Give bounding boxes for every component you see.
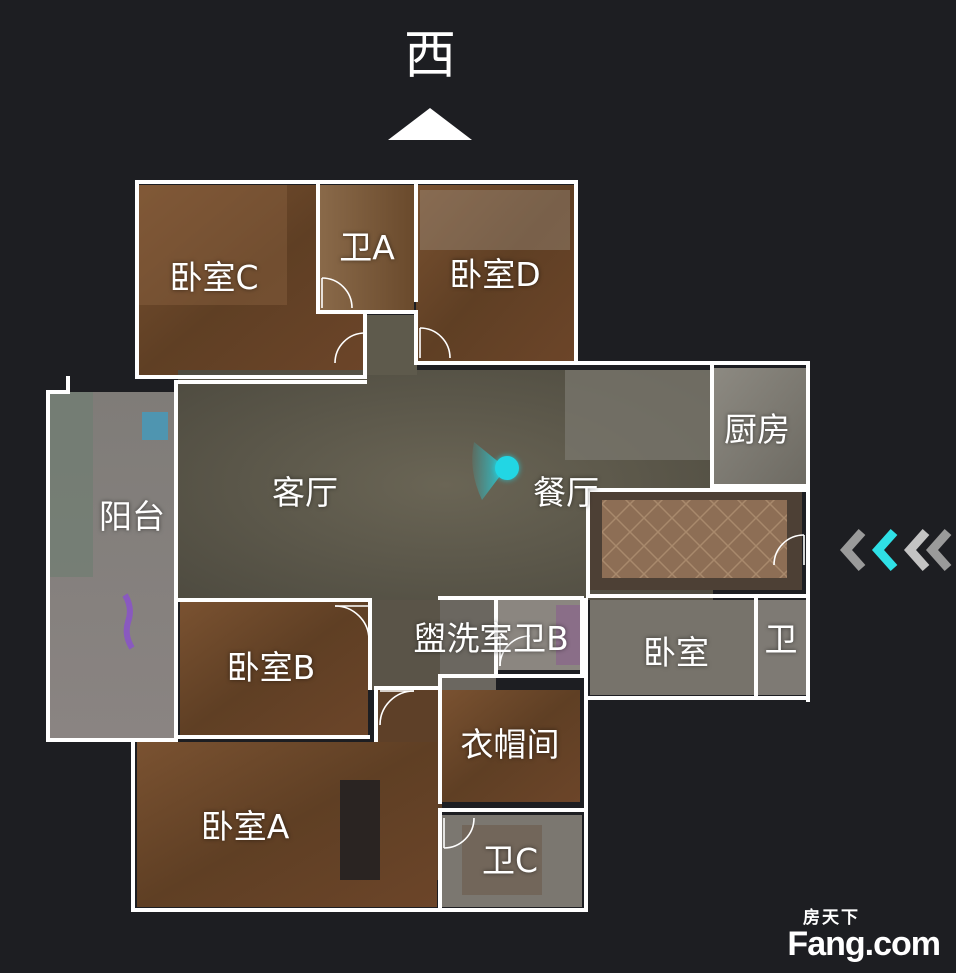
- view-direction-cone-icon: [472, 442, 506, 500]
- room-label-bedroom-b[interactable]: 卧室B: [226, 648, 316, 687]
- room-label-bathroom-c[interactable]: 卫C: [481, 841, 539, 880]
- door-swings: [321, 277, 805, 849]
- entrance-arrow-icon[interactable]: [822, 528, 952, 572]
- room-label-bedroom-d[interactable]: 卧室D: [449, 255, 541, 294]
- watermark-brand-cn: 房天下: [803, 908, 860, 927]
- north-arrow-icon[interactable]: [386, 106, 474, 144]
- room-fills: [48, 185, 807, 907]
- room-label-washroom[interactable]: 盥洗室: [413, 619, 513, 658]
- walls: [46, 180, 810, 912]
- room-label-dining-room[interactable]: 餐厅: [533, 473, 599, 512]
- current-position-marker[interactable]: [495, 456, 519, 480]
- room-label-bedroom[interactable]: 卧室: [643, 633, 709, 672]
- room-label-kitchen[interactable]: 厨房: [724, 410, 790, 449]
- watermark-brand-en: Fang.com: [787, 925, 941, 963]
- room-label-bedroom-a[interactable]: 卧室A: [200, 807, 290, 846]
- compass-direction-label: 西: [403, 26, 456, 86]
- room-label-living-room[interactable]: 客厅: [272, 473, 338, 512]
- room-label-bedroom-c[interactable]: 卧室C: [169, 258, 259, 297]
- room-label-bathroom[interactable]: 卫: [764, 620, 798, 659]
- room-label-bathroom-b[interactable]: 卫B: [513, 619, 569, 658]
- room-label-cloakroom[interactable]: 衣帽间: [460, 725, 560, 764]
- watermark-logo: 房天下 Fang.com: [787, 908, 941, 963]
- room-label-balcony[interactable]: 阳台: [99, 497, 165, 536]
- room-label-bathroom-a[interactable]: 卫A: [339, 228, 395, 267]
